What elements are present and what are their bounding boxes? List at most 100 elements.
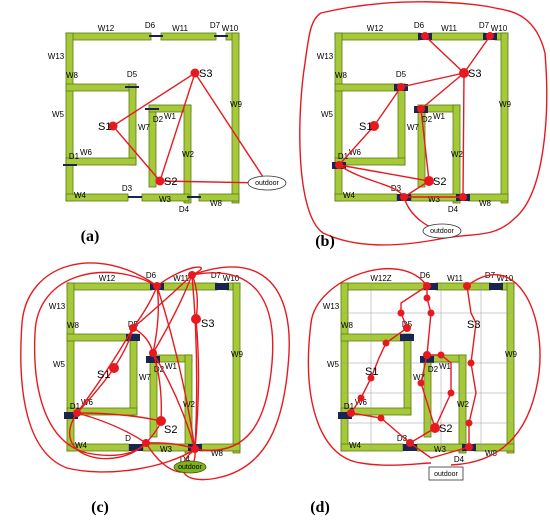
node-s3 [190, 68, 200, 78]
waypoint-9 [447, 389, 455, 397]
wall-label-w9: W9 [230, 100, 243, 109]
door-d2-marker [146, 356, 160, 363]
door-label-d2: D2 [154, 365, 165, 374]
node-label-s1: S1 [97, 369, 110, 381]
outdoor-node [247, 175, 287, 191]
wall-label-w12: W12 [98, 24, 115, 33]
path-c-link-2 [156, 285, 196, 450]
node-d6 [153, 282, 161, 290]
path-c-loop-5 [156, 266, 202, 287]
node-s2 [424, 176, 434, 186]
path-c-loop-1 [20, 262, 196, 473]
outdoor-node [173, 460, 207, 474]
node-d7 [188, 271, 196, 279]
wall-label-w7: W7 [138, 123, 151, 132]
path-b-route-4 [338, 164, 405, 198]
wall-label-w1: W1 [439, 362, 452, 371]
wall-label-w6: W6 [80, 148, 93, 157]
door-label-d4: D4 [179, 205, 190, 214]
node-d6 [423, 282, 431, 290]
node-d2 [423, 351, 431, 359]
wall-w12 [334, 32, 421, 41]
door-label-d6: D6 [146, 271, 157, 280]
wall-label-w5: W5 [53, 360, 66, 369]
node-d4 [191, 445, 199, 453]
outdoor-node [428, 466, 464, 481]
path-a-triangle [111, 71, 197, 183]
path-c-link-4 [152, 274, 193, 354]
wall-w11 [429, 32, 486, 41]
door-d5-marker [400, 334, 414, 341]
door-label-d1: D1 [70, 402, 81, 411]
wall-w7 [403, 333, 412, 416]
door-label-d1: D1 [344, 402, 355, 411]
wall-label-w5: W5 [327, 360, 340, 369]
node-d4 [465, 443, 473, 451]
wall-label-w12: W12 [367, 24, 384, 33]
wall-label-w10: W10 [491, 24, 508, 33]
wall-w6 [340, 407, 412, 416]
wall-label-w2: W2 [457, 400, 470, 409]
node-d5 [129, 324, 137, 332]
wall-label-w6: W6 [349, 148, 362, 157]
panel-c: W12W11W10W13W5W8W7W6W1W2W9W4W3W8D6D7D5D2… [20, 262, 290, 516]
node-label-s3: S3 [467, 319, 480, 331]
wall-w13-5 [340, 282, 349, 452]
wall-label-w4: W4 [343, 191, 356, 200]
wall-label-w5: W5 [52, 110, 65, 119]
wall-label-w12: W12Z [370, 274, 391, 283]
door-label-d7: D7 [211, 271, 222, 280]
node-label-s1: S1 [365, 366, 378, 378]
node-s2 [430, 423, 440, 433]
node-label-s3: S3 [201, 318, 214, 330]
wall-label-w12: W12 [99, 274, 116, 283]
path-c-link-3 [132, 274, 193, 329]
wall-label-w3: W3 [428, 195, 441, 204]
wall-label-w8: W8 [66, 71, 79, 80]
wall-w12 [340, 282, 427, 291]
wall-label-w4: W4 [349, 441, 362, 450]
door-label-d4: D4 [448, 205, 459, 214]
node-d6 [421, 32, 429, 40]
outdoor-node [422, 223, 462, 239]
wall-label-w11: W11 [441, 24, 457, 33]
node-d4 [459, 193, 467, 201]
node-label-s3: S3 [468, 68, 481, 80]
node-d5 [403, 324, 411, 332]
outdoor-label: outdoor [430, 228, 454, 235]
wall-w9 [231, 32, 240, 204]
wall-w2 [183, 104, 192, 204]
node-label-s2: S2 [433, 176, 446, 188]
wall-label-w8: W8 [335, 71, 348, 80]
waypoint-0 [423, 294, 431, 302]
path-c-loop-2 [33, 271, 158, 457]
wall-label-w1: W1 [165, 362, 178, 371]
path-a-outdoor [159, 72, 269, 184]
door-label-d1: D1 [69, 152, 80, 161]
node-label-s2: S2 [164, 424, 177, 436]
outdoor-label: outdoor [434, 471, 458, 478]
path-c-loop-4 [191, 272, 274, 452]
wall-label-w13: W13 [317, 52, 334, 61]
wall-label-w10: W10 [497, 274, 514, 283]
outdoor-label: outdoor [255, 180, 279, 187]
wall-w7 [397, 83, 406, 166]
waypoint-1 [427, 309, 435, 317]
waypoint-7 [417, 379, 425, 387]
node-d2 [417, 105, 425, 113]
waypoint-5 [357, 394, 365, 402]
wall-label-w4: W4 [75, 441, 88, 450]
door-label-d3: D [125, 434, 131, 443]
path-c-link-6 [76, 327, 134, 414]
door-label-d3: D3 [391, 184, 402, 193]
door-label-d2: D2 [153, 115, 164, 124]
wall-label-w6: W6 [355, 398, 368, 407]
wall-label-w8: W8 [341, 321, 354, 330]
door-label-d5: D5 [127, 70, 138, 79]
wall-w9 [232, 282, 241, 454]
path-c-loop-7 [69, 412, 147, 460]
panel-d: W12ZW11W10W13W5W8W7W6W1W2W9W4W3W8D6D7D5D… [307, 268, 541, 516]
wall-w13-5 [65, 32, 74, 202]
